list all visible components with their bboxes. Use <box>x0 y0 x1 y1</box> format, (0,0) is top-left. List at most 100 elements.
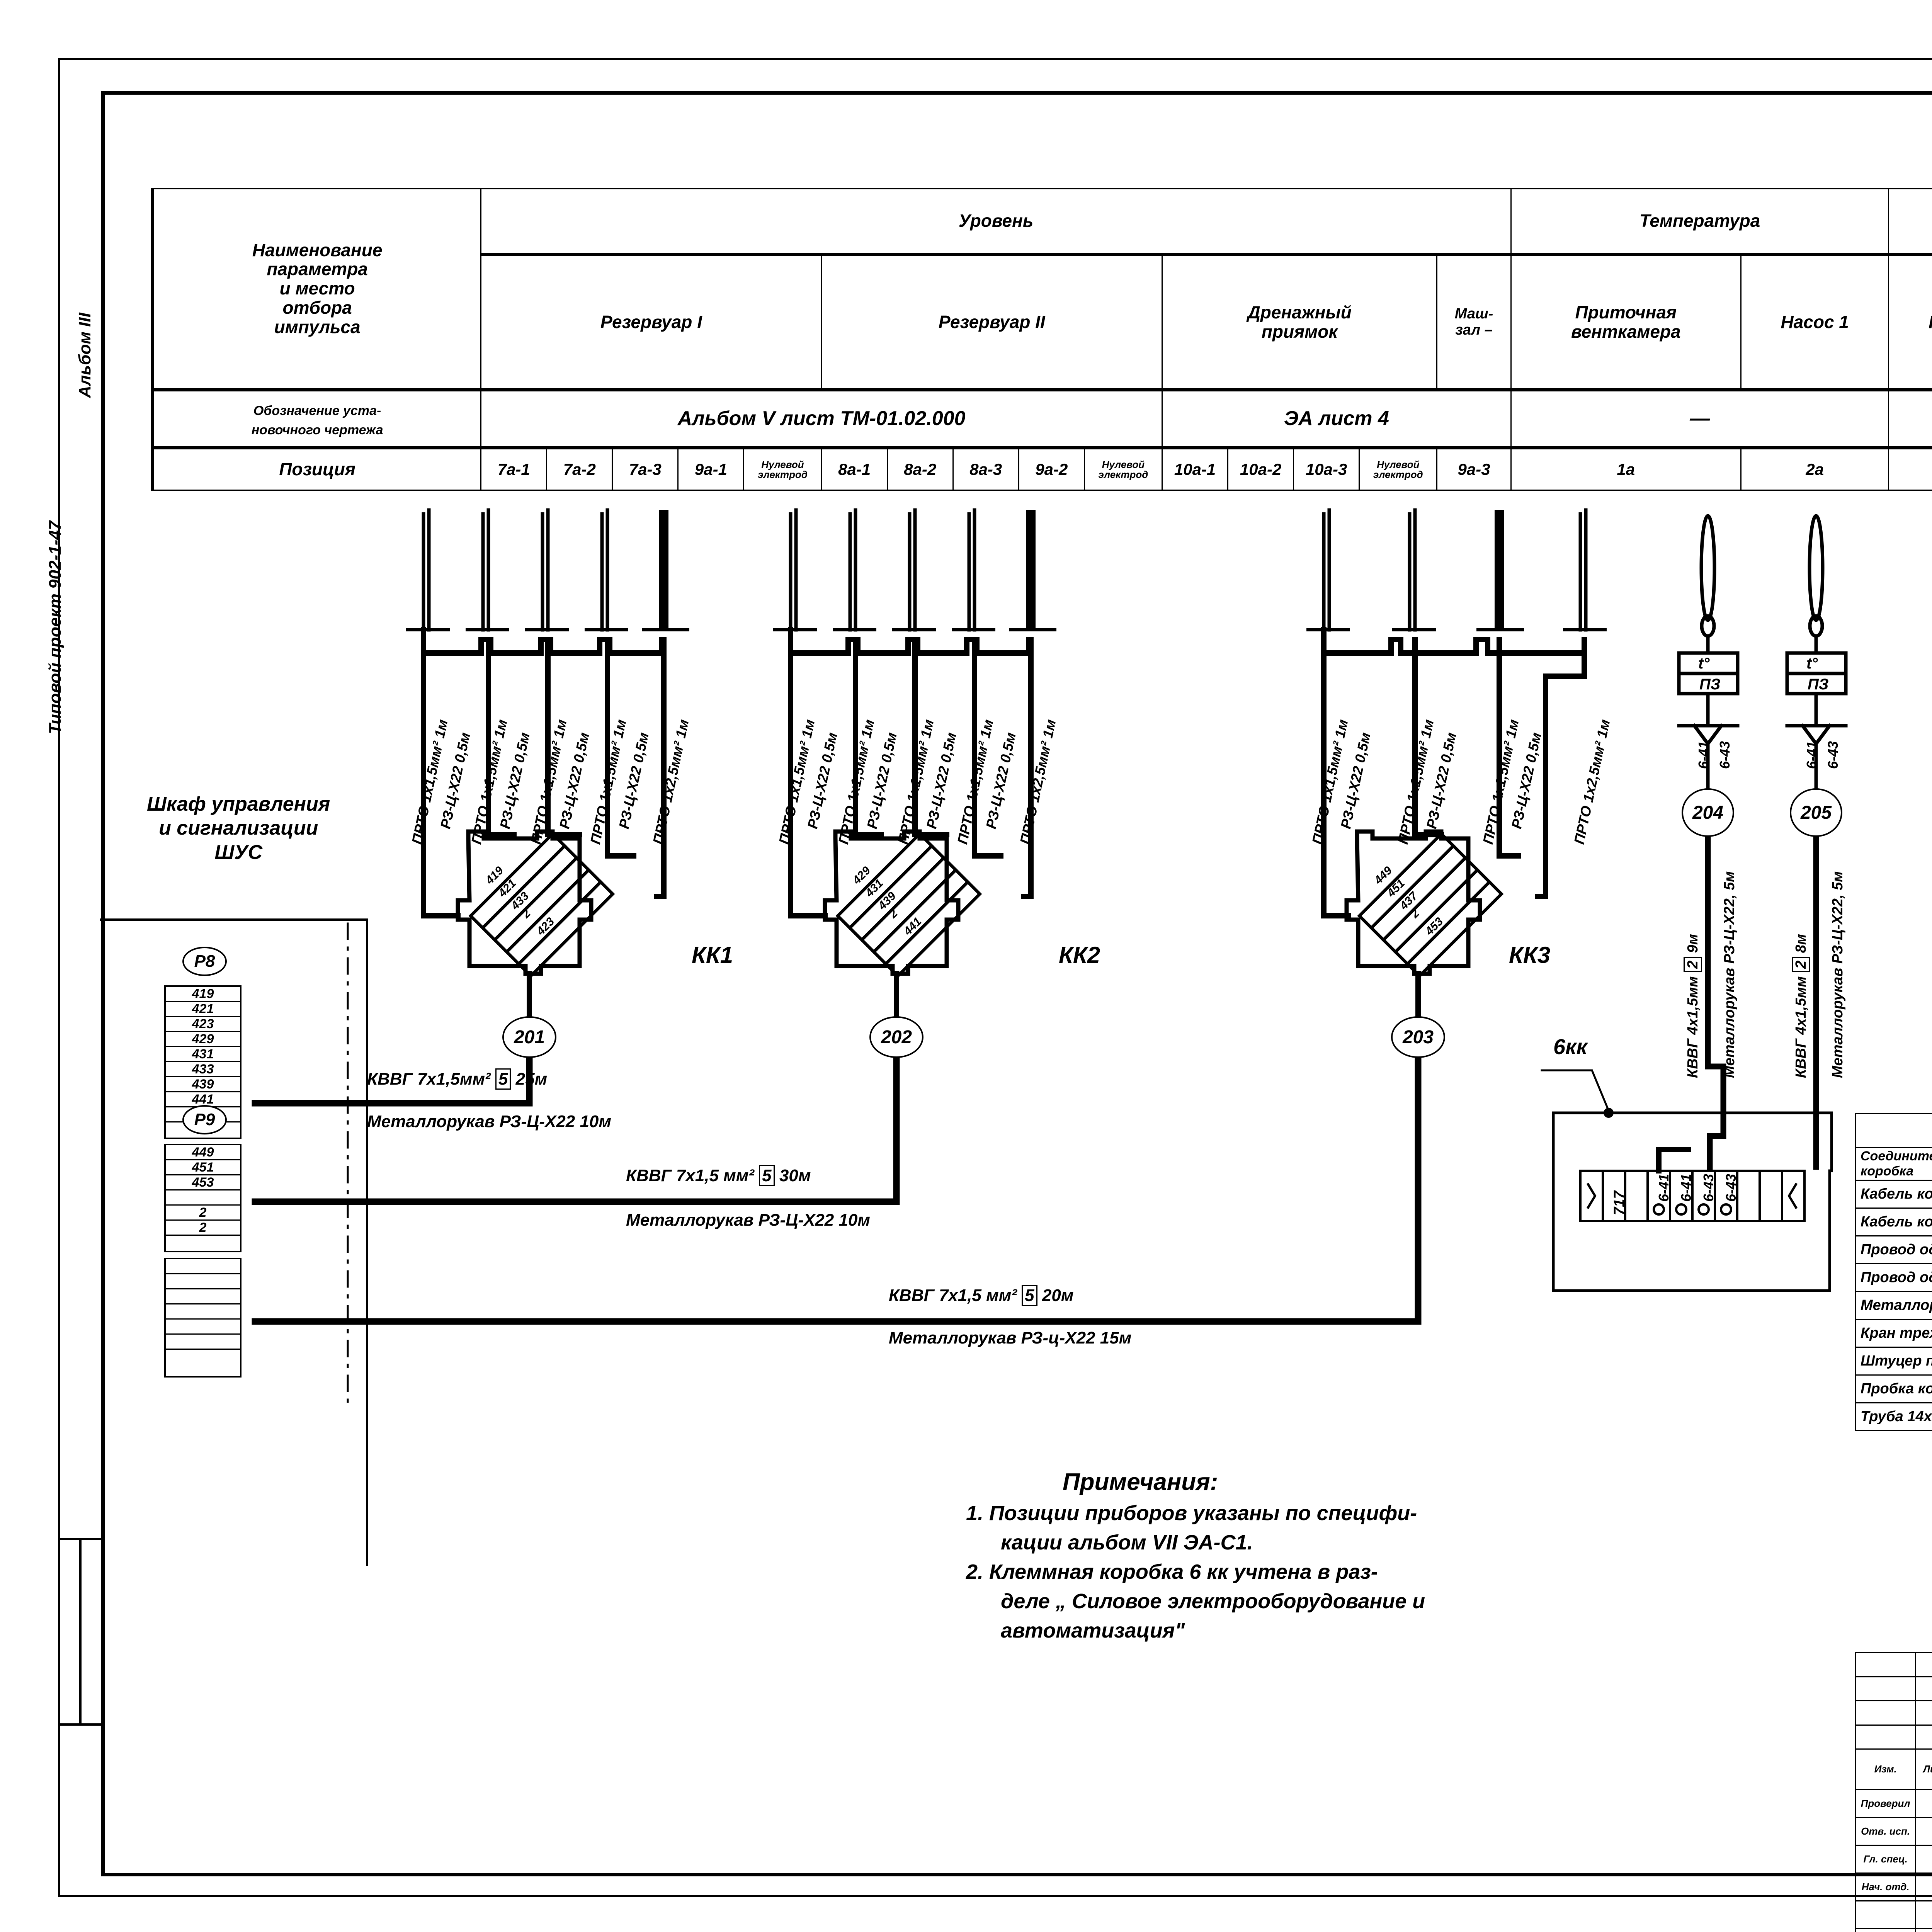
spec-row: Провод одножильныйПРТО 1х1,5 мм²м12 <box>1855 1235 1932 1264</box>
spec-cell-name-6: Кран трехходовой <box>1855 1319 1932 1348</box>
box-6kk-terminal-641-b: 6-41 <box>1678 1173 1694 1202</box>
trunk-cable-label-1: КВВГ 7х1,5мм² 5 25м <box>367 1068 547 1090</box>
sheet-outer-frame <box>58 58 1932 1897</box>
tb-rev-izm: Изм. <box>1854 1748 1917 1790</box>
note-2-line-1: 2. Клеммная коробка 6 кк учтена в раз- <box>966 1560 1378 1583</box>
spec-row: Труба 14х2ГОСТ 11068-64м7,15Для нулевых … <box>1855 1402 1932 1431</box>
tb-role-3: Гл. спец. <box>1854 1845 1917 1874</box>
position-cell-7: 8а-3 <box>952 446 1019 491</box>
box-6kk-terminal-641-a: 6-41 <box>1656 1173 1672 1202</box>
position-cell-12: 10а-3 <box>1293 446 1360 491</box>
tb-role-2: Отв. исп. <box>1854 1817 1917 1846</box>
spare-cell-6 <box>166 1335 240 1350</box>
spare-cell-7 <box>166 1350 240 1365</box>
subgroup-pritochnaya-ventkamera: Приточная венткамера <box>1510 253 1742 390</box>
tb-blank-2 <box>1915 1652 1932 1677</box>
position-cell-2: 7а-3 <box>612 446 679 491</box>
group-header-uroven: Уровень <box>480 188 1512 255</box>
position-cell-1: 7а-2 <box>546 446 613 491</box>
spec-cell-name-7: Штуцер приварной <box>1855 1347 1932 1376</box>
cable-marker-box-204: 2 <box>1684 957 1702 972</box>
cabinet-caption-line-1: Шкаф управления <box>147 793 330 815</box>
cabinet-caption-line-2: и сигнализации <box>159 817 318 840</box>
trunk-cable-label-2: КВВГ 7х1,5 мм² 5 30м <box>626 1165 811 1186</box>
spare-cell-3 <box>166 1289 240 1304</box>
temp-204-wire-mark-2: 6-43 <box>1717 741 1733 769</box>
temp-205-hose-label: Металлорукав РЗ-Ц-Х22, 5м <box>1830 871 1846 1078</box>
spec-row: Кран трехходовой14М1шт4 <box>1855 1319 1932 1348</box>
drawing-ref-dash-temp: — <box>1510 388 1889 448</box>
drawing-ref-row-label: Обозначение уста- новочного чертежа <box>150 388 482 448</box>
instrument-tag-205: 205 <box>1790 788 1842 837</box>
drawing-ref-ea-list4: ЭА лист 4 <box>1162 388 1512 448</box>
trunk-marker-box-2: 5 <box>759 1165 775 1186</box>
temp-sensor-205-bottom-label: ПЗ <box>1808 676 1829 693</box>
position-cell-5: 8а-1 <box>821 446 888 491</box>
terminal-Р9-5: 2 <box>166 1221 240 1236</box>
tb-blank-17 <box>1915 1724 1932 1750</box>
spec-row: Кабель контрольныйКВВГ 4х1,5 мм²м17 <box>1855 1208 1932 1236</box>
position-cell-13: Нулевой электрод <box>1359 446 1438 491</box>
spec-cell-name-9: Труба 14х2 <box>1855 1402 1932 1431</box>
spare-cell-1 <box>166 1259 240 1274</box>
trunk-marker-box-1: 5 <box>495 1068 511 1090</box>
spec-cell-name-1: Кабель контрольный <box>1855 1180 1932 1209</box>
position-cell-9: Нулевой электрод <box>1083 446 1163 491</box>
tb-blank-27 <box>1915 1928 1932 1932</box>
terminal-Р9-0: 449 <box>166 1145 240 1160</box>
spec-row: Провод одножильныйПРТО 1х2,5мм²м3 <box>1855 1263 1932 1292</box>
terminal-Р9-4: 2 <box>166 1206 240 1221</box>
subgroup-rezervuar-2: Резервуар II <box>821 253 1163 390</box>
temp-204-cable-label: КВВГ 4х1,5мм 2 9м <box>1684 934 1702 1078</box>
terminal-group-tag-r9: Р9 <box>182 1105 227 1134</box>
tb-name-2: Пономарева <box>1915 1817 1932 1846</box>
junction-box-label-kk2: КК2 <box>1059 942 1100 968</box>
note-2-line-3: автоматизация" <box>1001 1619 1185 1642</box>
specification-table: Наименование Марка и размер Ед изм. Кол-… <box>1855 1113 1932 1431</box>
temp-sensor-204-bottom-label: ПЗ <box>1699 676 1721 693</box>
box-6kk-terminal-643-b: 6-43 <box>1723 1173 1739 1202</box>
box-6kk-terminal-643-a: 6-43 <box>1701 1173 1716 1202</box>
project-number-vertical: Типовой проект 902-1-47 <box>46 520 65 734</box>
position-cell-6: 8а-2 <box>886 446 954 491</box>
cabinet-caption-line-3: ШУС <box>214 841 263 864</box>
trunk-cable-label-3: КВВГ 7х1,5 мм² 5 20м <box>889 1285 1073 1306</box>
temp-205-wire-mark-2: 6-43 <box>1825 741 1841 769</box>
terminal-Р9-3 <box>166 1190 240 1206</box>
position-cell-3: 9а-1 <box>677 446 745 491</box>
title-block: ТП 902-1-47-ЭА Изм. Лист № докум. Подпис… <box>1854 1652 1932 1932</box>
position-cell-0: 7а-1 <box>480 446 548 491</box>
spec-cell-name-3: Провод одножильный <box>1855 1235 1932 1264</box>
terminal-Р8-1: 421 <box>166 1002 240 1017</box>
box-6kk-label: 6кк <box>1553 1034 1587 1059</box>
tb-rev-list: Лист <box>1915 1748 1932 1790</box>
spec-table-body: Соединительная коробкаСК-8шт3 Кабель кон… <box>1855 1147 1932 1431</box>
position-cell-4: Нулевой электрод <box>743 446 822 491</box>
spec-cell-name-5: Металлорукав <box>1855 1291 1932 1320</box>
spec-row: Кабель контрольныйКВВГ 7х1,5 мм²м75 <box>1855 1180 1932 1209</box>
tb-blank-7 <box>1915 1676 1932 1701</box>
junction-box-label-kk3: КК3 <box>1509 942 1551 968</box>
tb-blank-22 <box>1915 1900 1932 1929</box>
position-cell-17: 3а,3б <box>1888 446 1932 491</box>
subgroup-rezervuar-1: Резервуар I <box>480 253 822 390</box>
position-cell-11: 10а-2 <box>1227 446 1294 491</box>
terminal-Р9-2: 453 <box>166 1175 240 1190</box>
temp-sensor-205-top-label: t° <box>1806 655 1818 672</box>
spare-cell-5 <box>166 1320 240 1335</box>
trunk-hose-label-1: Металлорукав РЗ-Ц-Х22 10м <box>367 1112 611 1131</box>
spec-row: Пробка коническаяПК- 1/2"шт12 <box>1855 1374 1932 1403</box>
spec-header-row: Наименование Марка и размер Ед изм. Кол-… <box>1855 1113 1932 1148</box>
spec-cell-name-8: Пробка коническая <box>1855 1374 1932 1403</box>
terminal-Р9-1: 451 <box>166 1160 240 1175</box>
temp-204-hose-label: Металлорукав РЗ-Ц-Х22, 5м <box>1721 871 1738 1078</box>
spare-cell-2 <box>166 1274 240 1289</box>
terminal-Р8-4: 431 <box>166 1047 240 1062</box>
terminal-Р9-6 <box>166 1236 240 1251</box>
cabinet-caption: Шкаф управления и сигнализации ШУС <box>147 792 330 864</box>
tb-blank-21 <box>1854 1900 1917 1929</box>
position-cell-8: 9а-2 <box>1018 446 1085 491</box>
